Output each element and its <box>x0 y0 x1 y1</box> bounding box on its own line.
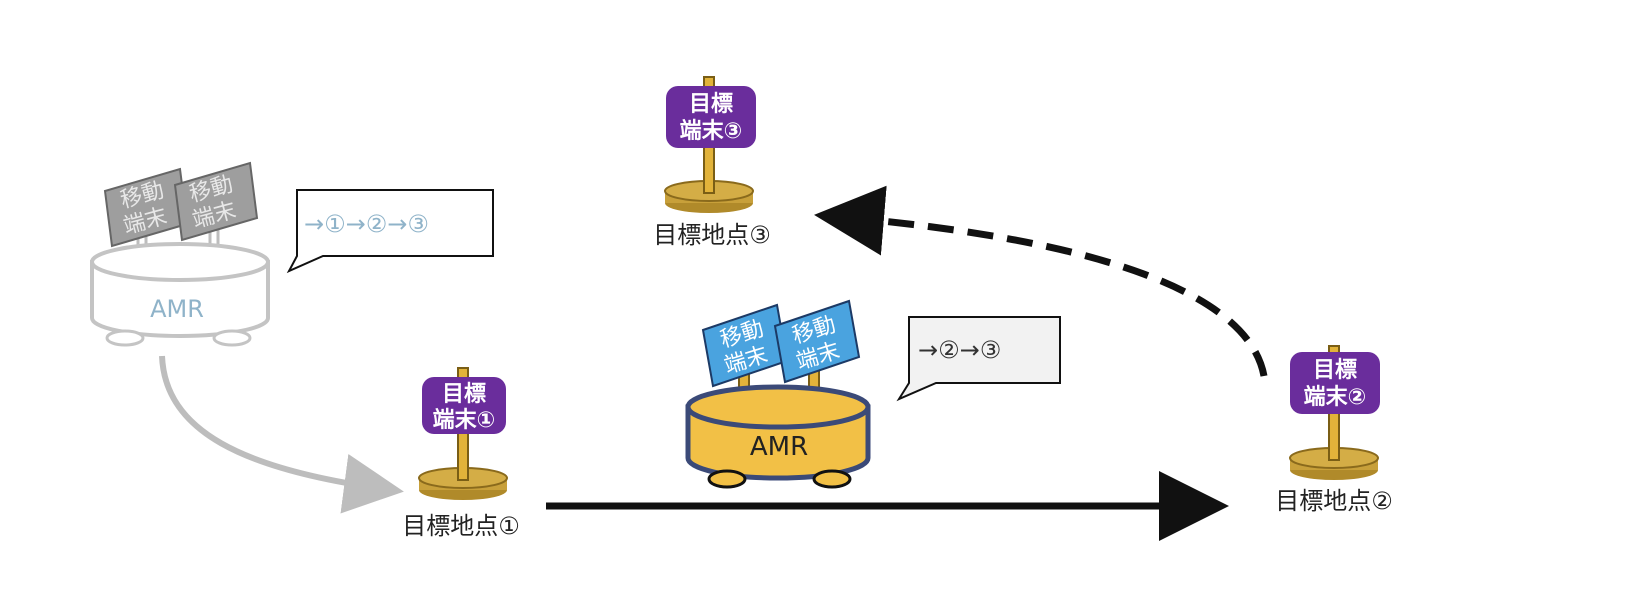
ghost-amr-label: AMR <box>150 295 204 323</box>
target-3-sign <box>666 86 756 148</box>
target-3-label: 目標地点③ <box>653 221 771 249</box>
target-3-sign-line1: 目標 <box>689 92 733 117</box>
target-1-sign-line1: 目標 <box>442 382 486 407</box>
target-2-label: 目標地点② <box>1275 487 1393 515</box>
target-1-label: 目標地点① <box>402 512 520 540</box>
target-1-sign-line2: 端末① <box>433 408 496 433</box>
target-2-sign-line2: 端末② <box>1304 385 1367 410</box>
target-point-2: 目標 端末② 目標地点② <box>1275 345 1393 515</box>
active-sign-right: 移動 端末 <box>773 299 861 384</box>
active-amr: 移動 端末 移動 端末 AMR →②→③ <box>685 299 1061 489</box>
target-point-3: 目標 端末③ 目標地点③ <box>653 76 771 249</box>
target-point-1: 目標 端末① 目標地点① <box>402 367 520 540</box>
target-2-sign <box>1290 352 1380 414</box>
active-speech-bubble: →②→③ <box>896 316 1061 402</box>
gray-curved-arrow <box>159 355 404 514</box>
dashed-arrow-2-to-3 <box>814 185 1268 377</box>
active-sign-left: 移動 端末 <box>701 303 789 388</box>
ghost-bubble-text: →①→②→③ <box>304 210 429 238</box>
active-amr-label: AMR <box>750 432 808 462</box>
target-2-sign-line1: 目標 <box>1313 358 1357 383</box>
ghost-amr: 移動 端末 移動 端末 AMR →①→②→③ <box>90 161 494 347</box>
ghost-speech-bubble: →①→②→③ <box>286 189 494 274</box>
target-1-sign <box>422 377 506 434</box>
active-amr-body: AMR <box>685 384 871 489</box>
ghost-sign-right: 移動 端末 <box>173 161 259 242</box>
active-wheel-left <box>707 469 747 489</box>
ghost-wheel-left <box>105 329 145 347</box>
active-wheel-right <box>812 469 852 489</box>
ghost-sign-left: 移動 端末 <box>103 167 189 248</box>
ghost-amr-body: AMR <box>90 242 270 347</box>
target-3-sign-line2: 端末③ <box>680 119 743 144</box>
ghost-wheel-right <box>212 329 252 347</box>
active-bubble-text: →②→③ <box>918 336 1001 364</box>
